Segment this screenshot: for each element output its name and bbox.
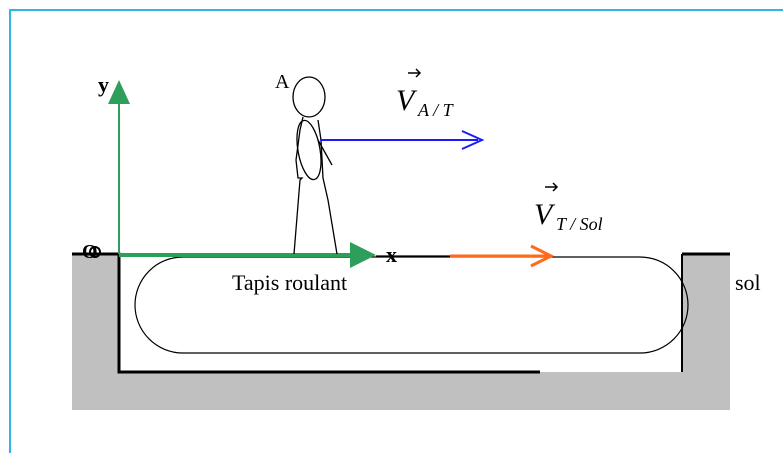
vector-person-vs-belt-overarrow [408, 68, 422, 78]
person-arm-line [317, 139, 333, 166]
belt-label: Tapis roulant [232, 270, 347, 295]
x-axis-arrowhead [350, 242, 376, 268]
pit-outline [72, 252, 540, 374]
vector-belt-vs-ground-subscript: T / Sol [556, 214, 603, 234]
vector-person-vs-belt-subscript: A / T [417, 100, 455, 120]
person-arm [296, 119, 322, 181]
person-label: A [275, 71, 290, 93]
vector-person-vs-belt-symbol: V [396, 84, 418, 117]
origin-label: O [82, 241, 98, 263]
person-figure [292, 76, 338, 255]
person-body [293, 116, 338, 255]
y-axis-arrowhead [108, 80, 130, 104]
y-axis-label: y [98, 72, 109, 97]
vector-person-vs-belt-arrowhead [461, 130, 485, 150]
origin-point [89, 246, 101, 258]
frame-border [9, 9, 783, 453]
vector-belt-vs-ground-label: V T / Sol [534, 182, 603, 234]
vector-belt-vs-ground-symbol: V [534, 198, 556, 231]
person-head [292, 76, 326, 118]
ground-block [72, 254, 730, 410]
vector-belt-vs-ground-arrowhead [530, 244, 555, 268]
x-axis-label: x [386, 242, 397, 267]
vector-person-vs-belt-label: V A / T [396, 68, 455, 120]
ground-label: sol [735, 270, 761, 295]
conveyor-belt [134, 256, 689, 354]
vector-belt-vs-ground-overarrow [545, 182, 559, 192]
